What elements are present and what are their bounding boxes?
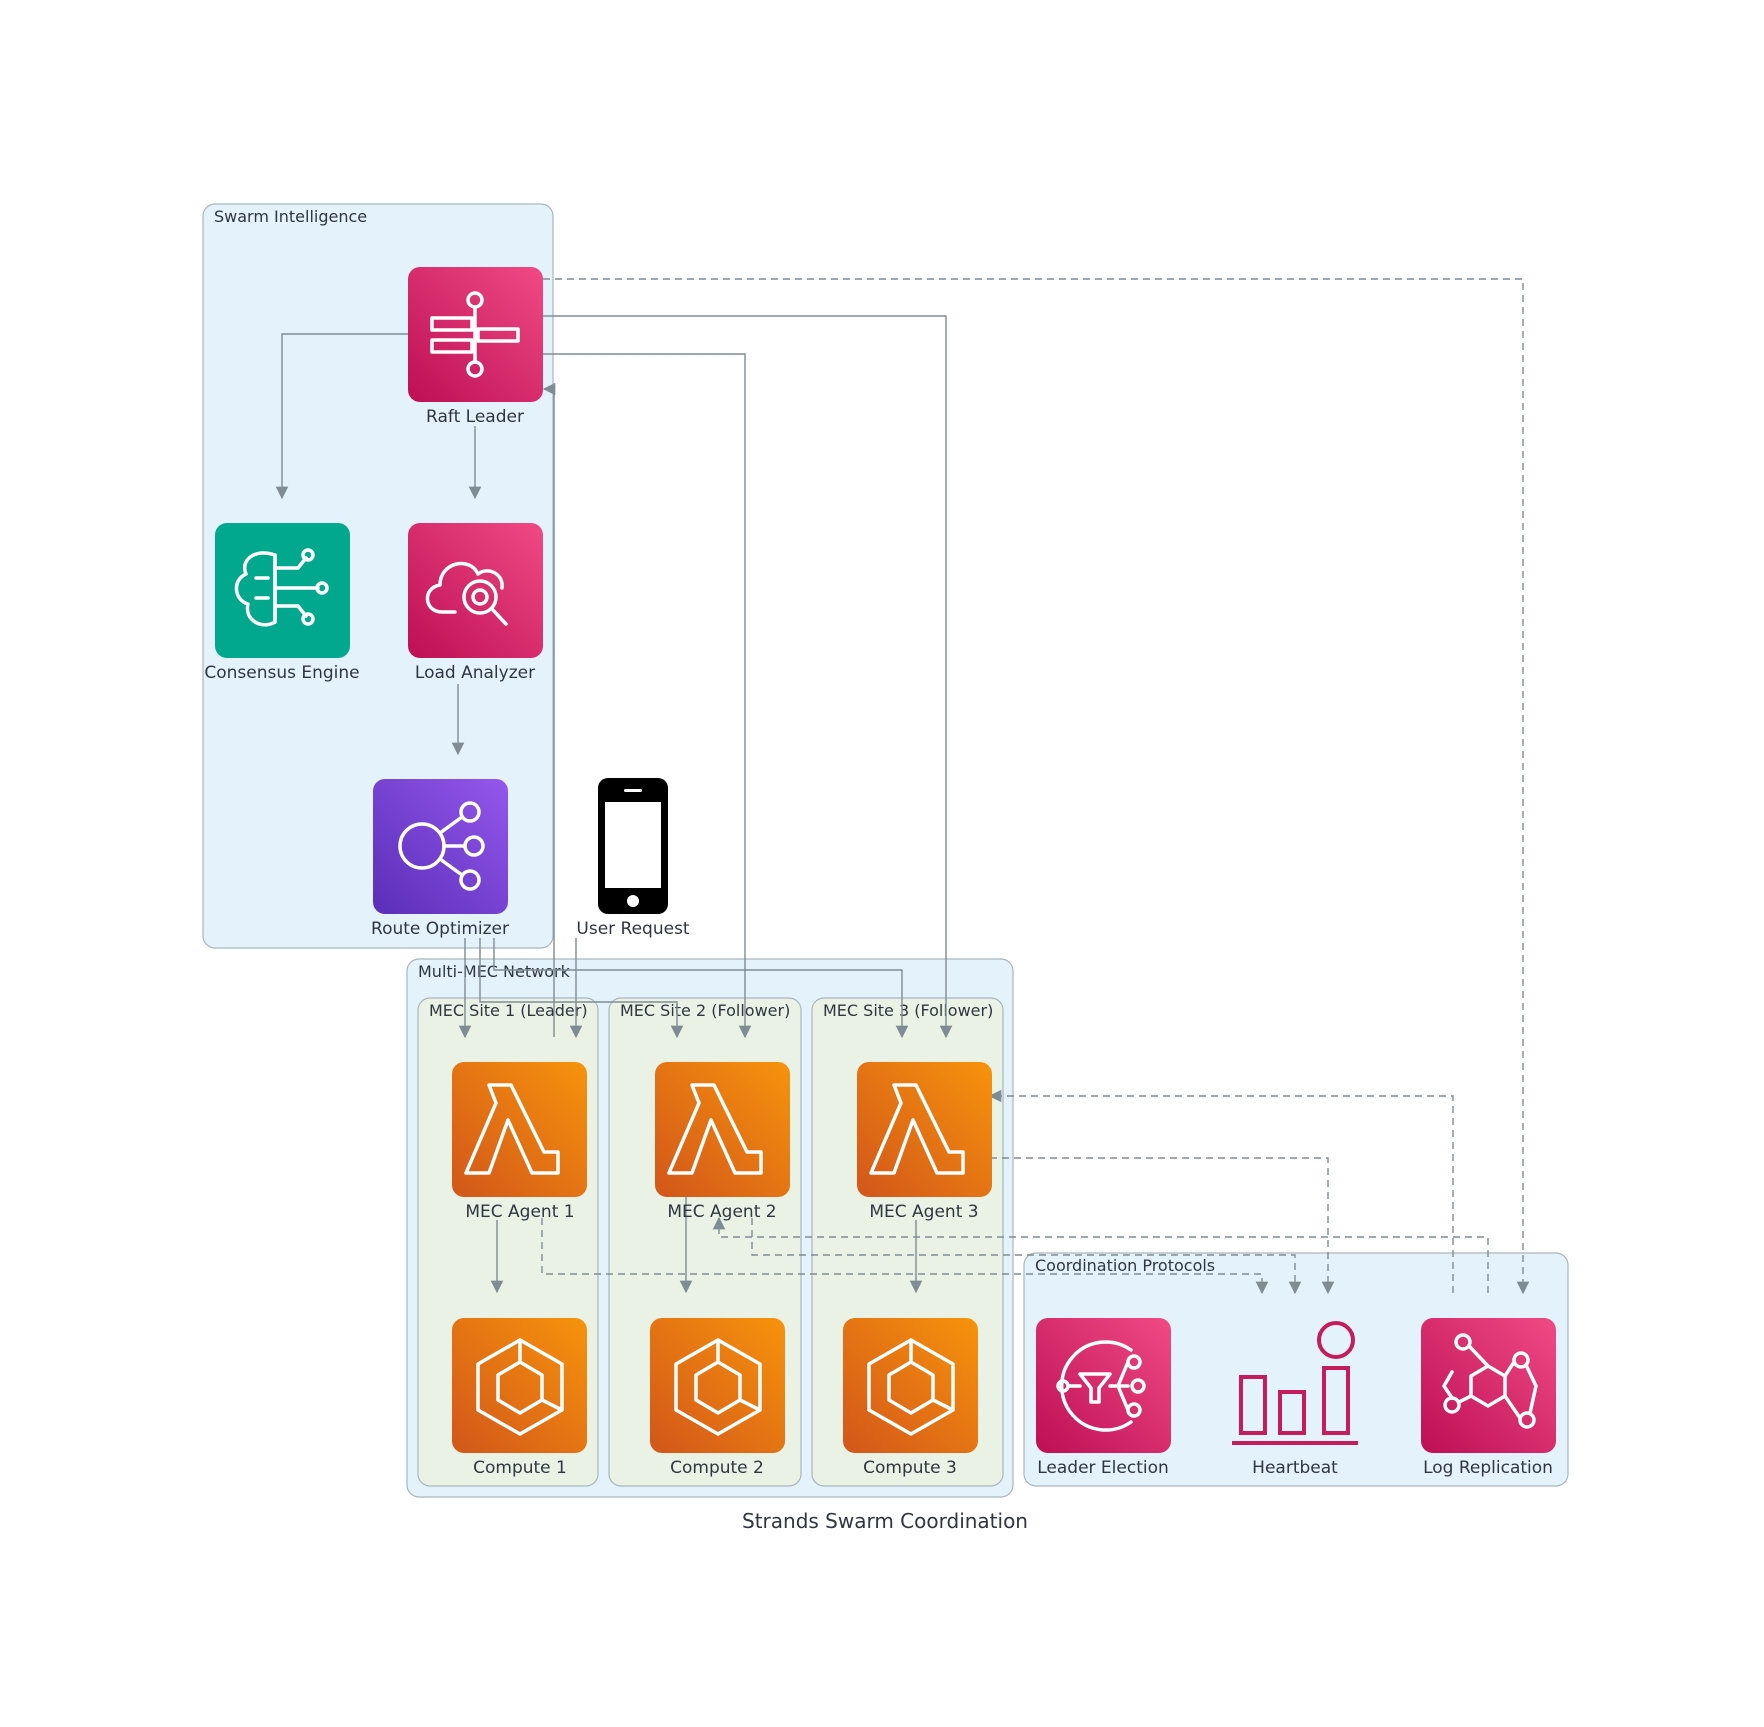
node-log-replication[interactable]: Log Replication: [1421, 1318, 1556, 1478]
edge-leader-to-logrep: [543, 278, 1530, 1295]
node-label: Compute 3: [863, 1458, 957, 1478]
node-mec-agent-2[interactable]: MEC Agent 2: [655, 1062, 790, 1222]
edges: [275, 278, 1530, 1295]
cluster-label: MEC Site 3 (Follower): [823, 1001, 993, 1020]
container-hexagon-icon: [674, 1338, 762, 1436]
step-functions-icon: [430, 291, 520, 378]
edge-logrep-to-agent3: [988, 1089, 1454, 1293]
node-load-analyzer[interactable]: Load Analyzer: [408, 523, 543, 683]
node-label: Consensus Engine: [204, 663, 359, 683]
edge-optimizer-to-agent3: [493, 938, 909, 1039]
edge-leader-to-consensus: [275, 333, 408, 500]
edge-agent3-to-heartbeat: [990, 1157, 1335, 1295]
lambda-icon: [464, 1083, 560, 1175]
node-label: Raft Leader: [426, 407, 524, 427]
edge-logrep-to-agent2: [712, 1216, 1489, 1293]
edge-leader-to-agent2: [543, 353, 752, 1039]
diagram-title: Strands Swarm Coordination: [742, 1509, 1028, 1533]
container-hexagon-icon: [867, 1338, 955, 1436]
node-compute-3[interactable]: Compute 3: [843, 1318, 978, 1478]
event-bus-icon: [1442, 1333, 1538, 1429]
node-mec-agent-3[interactable]: MEC Agent 3: [857, 1062, 992, 1222]
lambda-icon: [667, 1083, 763, 1175]
edge-agent1-to-leader: [542, 382, 556, 1037]
node-compute-1[interactable]: Compute 1: [452, 1318, 587, 1478]
node-label: Log Replication: [1423, 1458, 1553, 1478]
mobile-phone-icon: [598, 778, 668, 914]
node-user-request[interactable]: User Request: [576, 778, 690, 939]
node-label: Leader Election: [1037, 1458, 1169, 1478]
cluster-label: MEC Site 2 (Follower): [620, 1001, 790, 1020]
edge-optimizer-to-agent2: [479, 938, 684, 1039]
node-raft-leader[interactable]: Raft Leader: [408, 267, 543, 427]
bar-chart-icon: [1232, 1321, 1358, 1445]
cloud-search-icon: [425, 561, 508, 626]
node-leader-election[interactable]: Leader Election: [1036, 1318, 1171, 1478]
cluster-label: Coordination Protocols: [1035, 1256, 1215, 1275]
lambda-icon: [869, 1083, 965, 1175]
node-label: Route Optimizer: [371, 919, 509, 939]
node-label: User Request: [576, 919, 690, 939]
node-label: Heartbeat: [1252, 1458, 1338, 1478]
node-label: MEC Agent 3: [869, 1202, 978, 1222]
edge-agent1-to-heartbeat: [541, 1218, 1269, 1295]
node-label: Compute 1: [473, 1458, 567, 1478]
node-label: MEC Agent 1: [465, 1202, 574, 1222]
cluster-label: Multi-MEC Network: [418, 962, 571, 981]
edge-leader-to-agent3: [543, 315, 953, 1039]
cluster-label: Swarm Intelligence: [214, 207, 367, 226]
node-label: MEC Agent 2: [667, 1202, 776, 1222]
event-filter-icon: [1056, 1340, 1146, 1432]
node-label: Compute 2: [670, 1458, 764, 1478]
node-label: Load Analyzer: [415, 663, 535, 683]
node-heartbeat[interactable]: Heartbeat: [1232, 1321, 1358, 1478]
container-hexagon-icon: [476, 1338, 564, 1436]
node-compute-2[interactable]: Compute 2: [650, 1318, 785, 1478]
brain-circuit-icon: [234, 548, 329, 627]
node-consensus-engine[interactable]: Consensus Engine: [204, 523, 360, 683]
node-mec-agent-1[interactable]: MEC Agent 1: [452, 1062, 587, 1222]
cluster-label: MEC Site 1 (Leader): [429, 1001, 588, 1020]
node-route-optimizer[interactable]: Route Optimizer: [371, 779, 509, 939]
network-hub-icon: [398, 801, 485, 891]
